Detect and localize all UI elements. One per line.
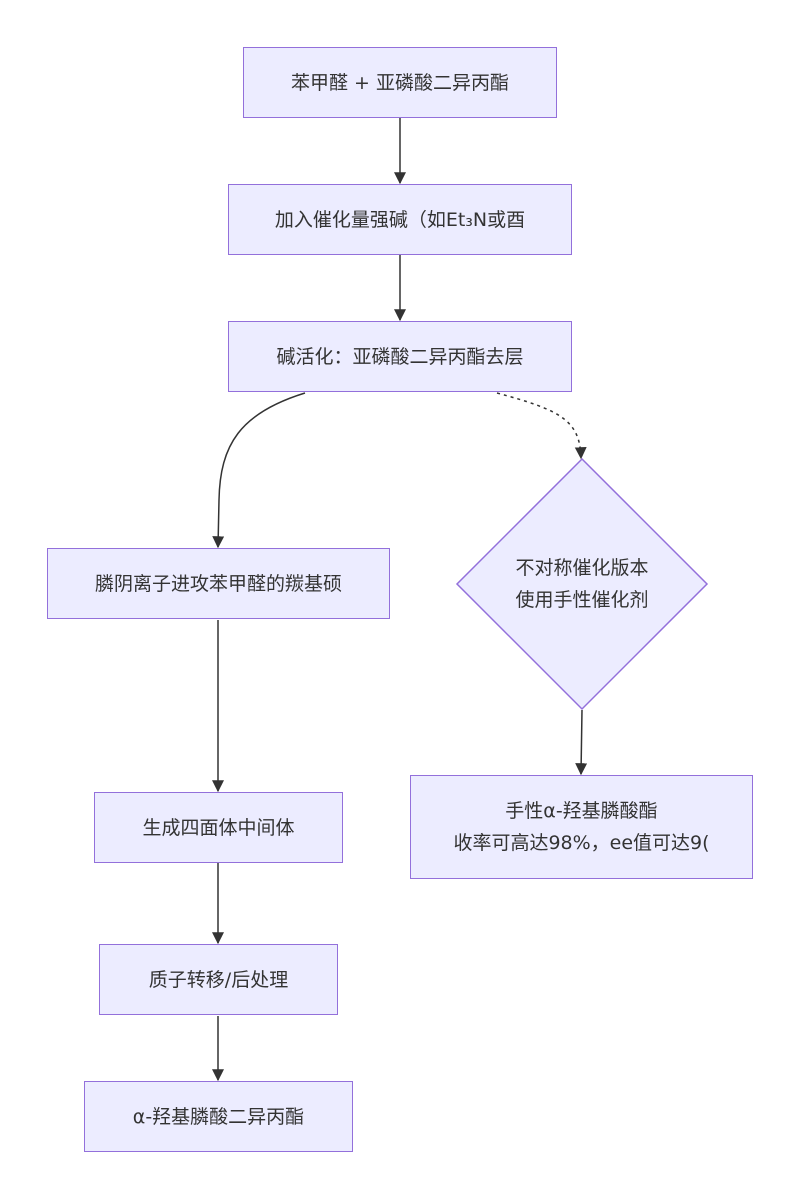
node-phosphorus-attack: 膦阴离子进攻苯甲醛的羰基硕	[47, 548, 390, 619]
node-tetrahedral-intermediate: 生成四面体中间体	[94, 792, 343, 863]
asymmetric-decision-shape	[455, 457, 709, 711]
node-reactants-label: 苯甲醛 + 亚磷酸二异丙酯	[291, 71, 509, 94]
edge-asymmetric-to-chiral-product	[575, 709, 588, 776]
node-asymmetric-version-line2: 使用手性催化剂	[515, 589, 649, 611]
node-product-label: α-羟基膦酸二异丙酯	[132, 1105, 305, 1128]
node-tetrahedral-intermediate-label: 生成四面体中间体	[142, 816, 295, 839]
node-chiral-product-line1: 手性α-羟基膦酸酯	[505, 800, 658, 822]
node-asymmetric-version-label: 不对称催化版本 使用手性催化剂	[482, 552, 682, 616]
node-add-base-label: 加入催化量强碱（如Et₃N或酉	[274, 208, 526, 231]
edge-activation-to-attack	[212, 392, 306, 549]
node-product: α-羟基膦酸二异丙酯	[84, 1081, 353, 1152]
node-proton-transfer-label: 质子转移/后处理	[148, 968, 289, 991]
node-chiral-product: 手性α-羟基膦酸酯 收率可高达98%，ee值可达9(	[410, 775, 753, 879]
edge-activation-to-asymmetric	[496, 392, 587, 460]
node-proton-transfer: 质子转移/后处理	[99, 944, 338, 1015]
node-reactants: 苯甲醛 + 亚磷酸二异丙酯	[243, 47, 557, 118]
node-add-base: 加入催化量强碱（如Et₃N或酉	[228, 184, 572, 255]
node-chiral-product-line2: 收率可高达98%，ee值可达9(	[453, 832, 710, 854]
node-base-activation: 碱活化：亚磷酸二异丙酯去层	[228, 321, 572, 392]
node-base-activation-label: 碱活化：亚磷酸二异丙酯去层	[276, 345, 524, 368]
node-asymmetric-version-line1: 不对称催化版本	[515, 557, 649, 579]
node-phosphorus-attack-label: 膦阴离子进攻苯甲醛的羰基硕	[94, 572, 342, 595]
